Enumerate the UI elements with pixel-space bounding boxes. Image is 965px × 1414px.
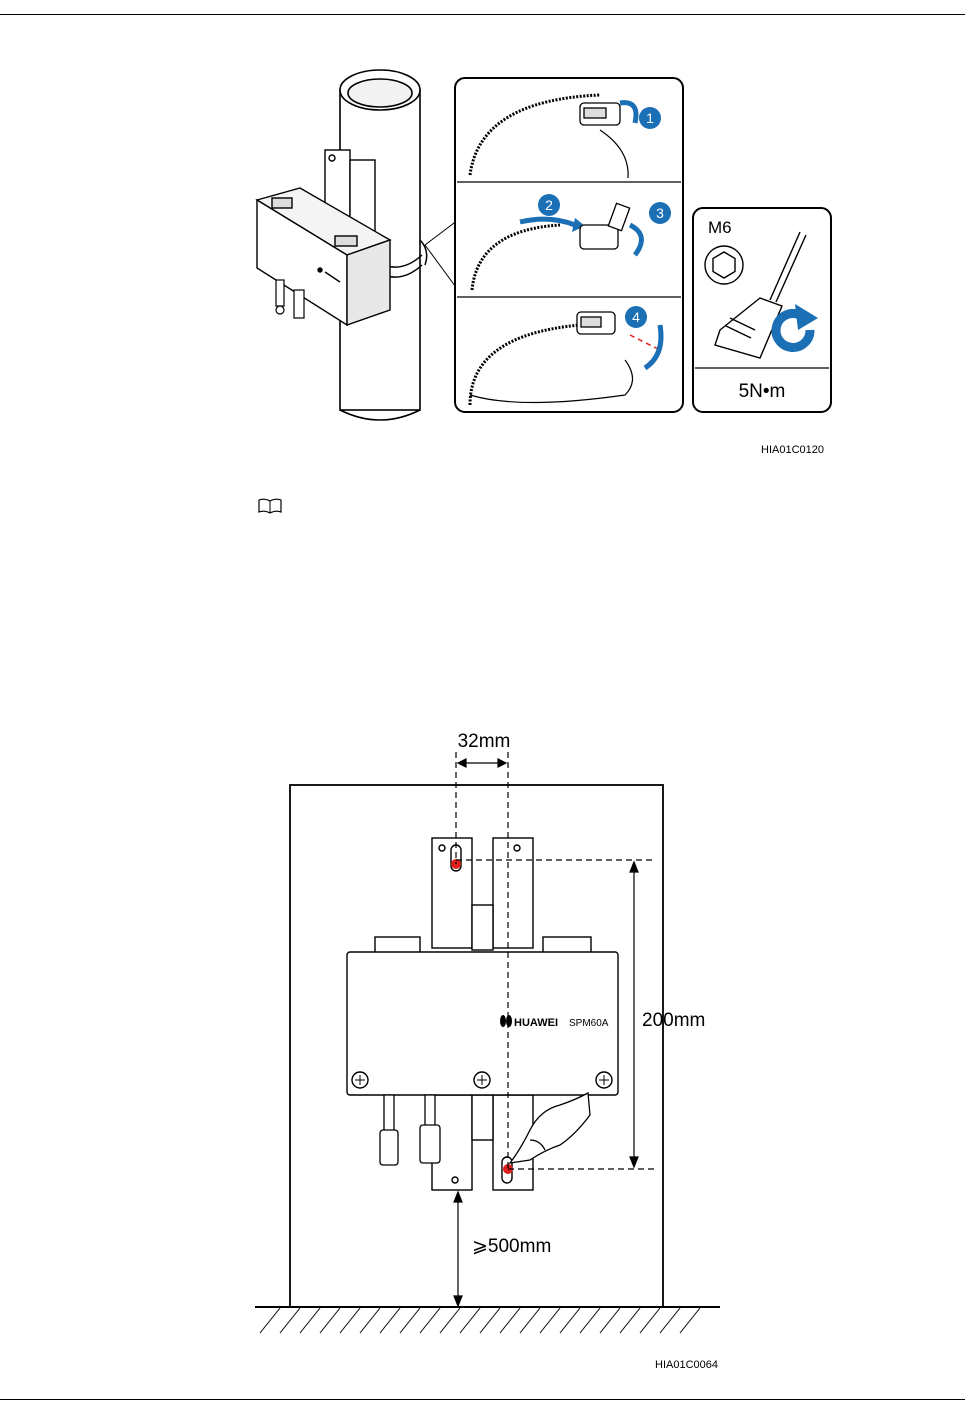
vertical-spacing-label: 200mm (642, 1010, 705, 1031)
clamp-steps-panel: 1 2 3 4 (455, 78, 683, 412)
bolt-size-label: M6 (708, 218, 732, 237)
svg-text:1: 1 (646, 110, 654, 126)
step-badge-2: 2 (538, 194, 560, 216)
svg-text:2: 2 (545, 197, 553, 213)
torque-value: 5N•m (739, 381, 786, 402)
hole-spacing-label: 32mm (458, 731, 511, 752)
step-badge-3: 3 (649, 202, 671, 224)
ground-clearance-label: ⩾500mm (472, 1236, 551, 1257)
torque-panel: M6 5N•m (693, 208, 831, 412)
footer-rule (0, 1399, 965, 1400)
hex-bolt-icon (705, 246, 743, 284)
header-rule (0, 14, 965, 15)
figure2-id: HIA01C0064 (655, 1359, 718, 1371)
ground-hatch (255, 1307, 720, 1333)
step-badge-1: 1 (639, 107, 661, 129)
device-box-front (347, 937, 618, 1095)
figure1-id: HIA01C0120 (761, 444, 824, 456)
model-label: SPM60A (569, 1018, 609, 1029)
figure-pole-mount: 1 2 3 4 M6 (0, 60, 965, 530)
svg-text:4: 4 (632, 309, 640, 325)
book-icon (258, 498, 282, 514)
brand-label: HUAWEI (514, 1017, 558, 1029)
dim-32mm-arrow (458, 759, 506, 767)
step-badge-4: 4 (625, 306, 647, 328)
figure-wall-mount: HUAWEI SPM60A 32mm 200mm ⩾500mm (0, 720, 965, 1410)
svg-text:3: 3 (656, 205, 664, 221)
